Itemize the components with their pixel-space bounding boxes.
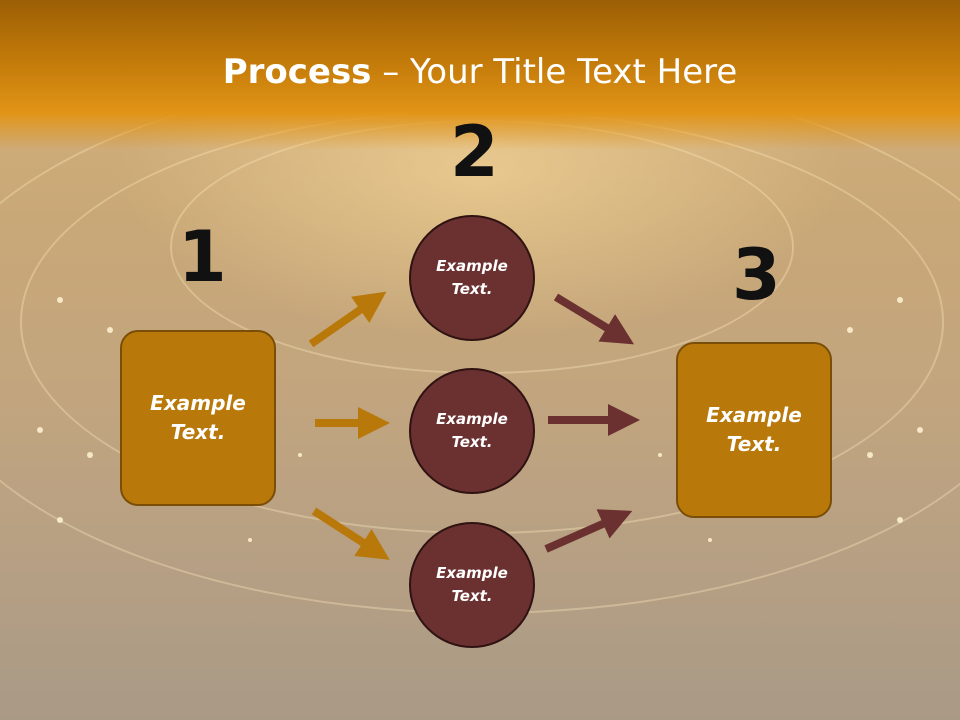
step-number-3: 3	[732, 234, 781, 316]
step-3-text: Example Text.	[706, 403, 802, 456]
circle-middle-text: Example Text.	[436, 410, 508, 451]
step-2-circle-middle: Example Text.	[409, 368, 535, 494]
step-2-circle-bottom: Example Text.	[409, 522, 535, 648]
step-number-2: 2	[450, 111, 499, 193]
title-bar	[0, 0, 960, 150]
step-2-circle-top: Example Text.	[409, 215, 535, 341]
circle-top-text: Example Text.	[436, 257, 508, 298]
step-number-1: 1	[178, 216, 227, 298]
step-3-box: Example Text.	[676, 342, 832, 518]
step-1-box: Example Text.	[120, 330, 276, 506]
slide-title: Process – Your Title Text Here	[0, 52, 960, 92]
arrow-1-to-top-circle	[308, 291, 387, 348]
arrow-top-circle-to-3	[553, 293, 635, 345]
arrow-bottom-circle-to-3	[544, 509, 633, 553]
title-bold: Process	[222, 52, 372, 92]
step-1-text: Example Text.	[150, 391, 246, 444]
title-rest: – Your Title Text Here	[371, 52, 738, 92]
arrow-1-to-bottom-circle	[311, 507, 390, 560]
circle-bottom-text: Example Text.	[436, 564, 508, 605]
